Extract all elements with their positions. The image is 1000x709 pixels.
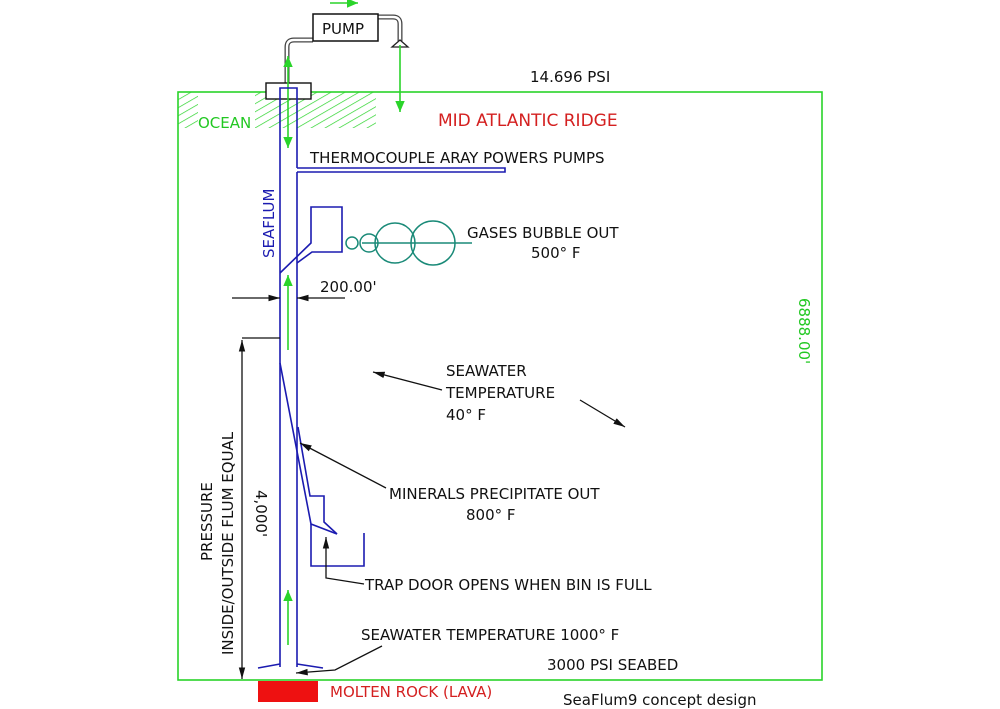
gases-temp-label: 500° F: [531, 244, 581, 262]
ocean-label: OCEAN: [198, 114, 251, 132]
height-dimension: [238, 337, 280, 679]
seawater-arrow-right: [579, 399, 626, 428]
trap-door-leader: [322, 537, 365, 585]
thermocouple-label: THERMOCOUPLE ARAY POWERS PUMPS: [309, 149, 605, 167]
pump-piping: [284, 14, 410, 95]
pressure-equal-label: INSIDE/OUTSIDE FLUM EQUAL: [219, 431, 237, 655]
minerals-temp-label: 800° F: [466, 506, 516, 524]
caption: SeaFlum9 concept design: [563, 691, 757, 709]
ocean-boundary: [177, 91, 823, 681]
seawater-temp-value: 40° F: [446, 406, 486, 424]
seabed-pressure-label: 3000 PSI SEABED: [547, 656, 678, 674]
pump-label: PUMP: [322, 20, 364, 38]
gases-label: GASES BUBBLE OUT: [467, 224, 619, 242]
vent-leader: [295, 645, 383, 676]
height-dimension-label: 4,000': [252, 490, 270, 537]
seawater-label: SEAWATER: [446, 362, 527, 380]
trap-door-label: TRAP DOOR OPENS WHEN BIN IS FULL: [364, 576, 652, 594]
width-dimension-label: 200.00': [320, 278, 377, 296]
seaflum-label: SEAFLUM: [260, 189, 278, 258]
seaflum-pipe: [257, 87, 506, 669]
lava-label: MOLTEN ROCK (LAVA): [330, 683, 492, 701]
lava-block: [258, 681, 318, 702]
pressure-label: PRESSURE: [198, 482, 216, 561]
vent-temp-label: SEAWATER TEMPERATURE 1000° F: [361, 626, 619, 644]
gas-bubbles: [345, 220, 472, 266]
location-label: MID ATLANTIC RIDGE: [438, 111, 618, 131]
surface-pressure-label: 14.696 PSI: [530, 68, 610, 86]
seawater-arrow-left: [372, 371, 443, 391]
seawater-temp-label: TEMPERATURE: [445, 384, 555, 402]
depth-dimension-label: 6888.00': [795, 298, 813, 364]
minerals-leader: [299, 442, 387, 489]
pump-box: PUMP: [312, 13, 379, 42]
flow-arrows: [283, 0, 405, 645]
minerals-label: MINERALS PRECIPITATE OUT: [389, 485, 600, 503]
